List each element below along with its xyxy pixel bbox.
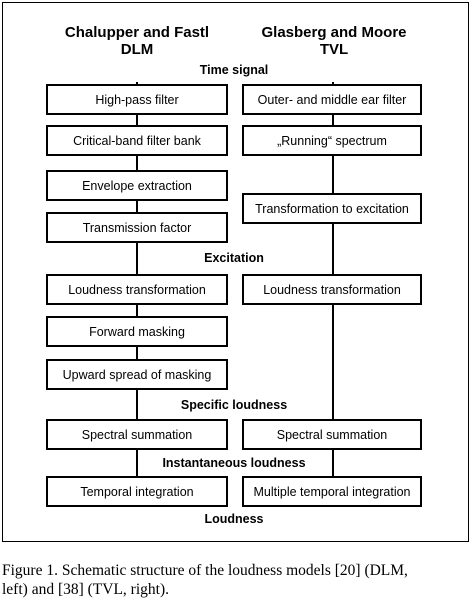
- dlm-forward-masking-box: Forward masking: [46, 316, 228, 347]
- tvl-outer-middle-ear-filter-box: Outer- and middle ear filter: [242, 84, 422, 115]
- dlm-critical-band-filter-bank-box: Critical-band filter bank: [46, 125, 228, 156]
- figure-caption-line-2: left) and [38] (TVL, right).: [2, 581, 169, 598]
- figure-caption-line-1: Figure 1. Schematic structure of the lou…: [2, 562, 408, 579]
- right-model-header: Glasberg and Moore TVL: [236, 24, 432, 58]
- dlm-temporal-integration-box: Temporal integration: [46, 476, 228, 507]
- left-model-authors: Chalupper and Fastl: [64, 24, 210, 41]
- stage-specific-loudness: Specific loudness: [180, 398, 288, 412]
- dlm-transmission-factor-box: Transmission factor: [46, 212, 228, 243]
- stage-instantaneous-loudness: Instantaneous loudness: [162, 456, 306, 470]
- tvl-multiple-temporal-integration-box: Multiple temporal integration: [242, 476, 422, 507]
- figure-caption: Figure 1. Schematic structure of the lou…: [2, 561, 472, 599]
- stage-loudness: Loudness: [204, 512, 264, 526]
- left-model-abbrev: DLM: [120, 41, 154, 58]
- dlm-spectral-summation-box: Spectral summation: [46, 419, 228, 450]
- diagram-frame: [2, 2, 469, 542]
- dlm-loudness-transformation-box: Loudness transformation: [46, 274, 228, 305]
- right-model-authors: Glasberg and Moore: [261, 24, 407, 41]
- tvl-running-spectrum-box: „Running“ spectrum: [242, 125, 422, 156]
- tvl-transformation-to-excitation-box: Transformation to excitation: [242, 193, 422, 224]
- right-model-abbrev: TVL: [319, 41, 349, 58]
- dlm-upward-spread-of-masking-box: Upward spread of masking: [46, 359, 228, 390]
- dlm-envelope-extraction-box: Envelope extraction: [46, 170, 228, 201]
- stage-excitation: Excitation: [204, 251, 264, 265]
- left-model-header: Chalupper and Fastl DLM: [36, 24, 238, 58]
- dlm-high-pass-filter-box: High-pass filter: [46, 84, 228, 115]
- tvl-spectral-summation-box: Spectral summation: [242, 419, 422, 450]
- tvl-loudness-transformation-box: Loudness transformation: [242, 274, 422, 305]
- stage-time-signal: Time signal: [199, 63, 269, 77]
